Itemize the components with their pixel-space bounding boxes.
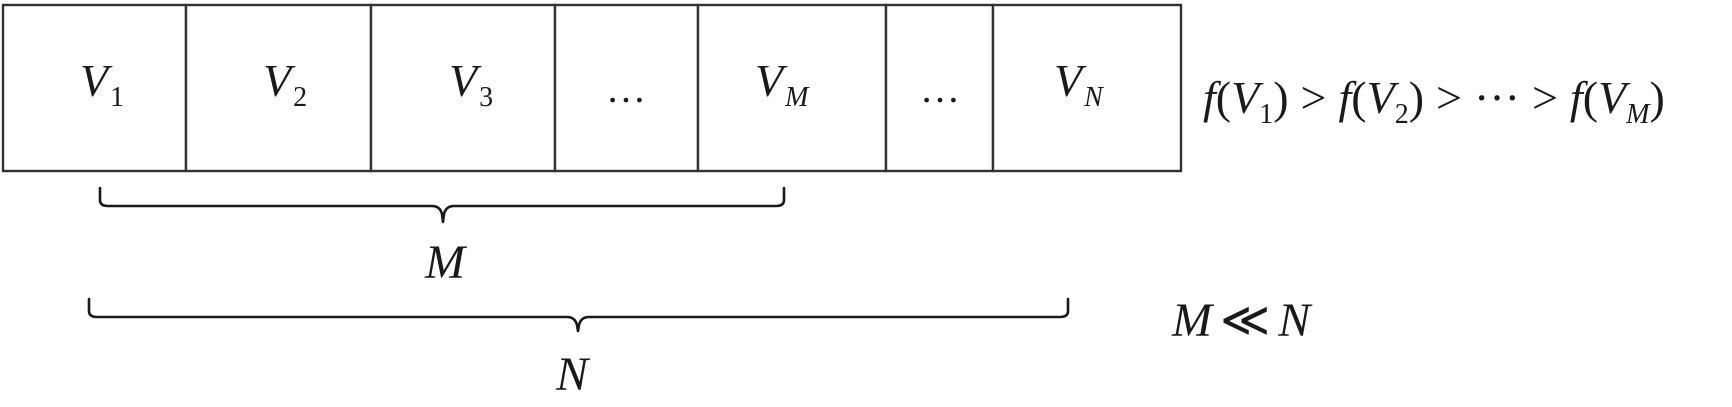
array-cell-box [1, 3, 188, 173]
formula-greater: > [1532, 72, 1558, 123]
cell-label: V1 [80, 55, 124, 113]
relation-m-much-less-n: M≪N [1171, 294, 1313, 347]
cell-symbol: V [263, 55, 296, 106]
array-cell-v1: V1 [1, 3, 188, 173]
cell-symbol: V [449, 55, 482, 106]
formula-paren: ) [1649, 72, 1664, 123]
cell-subscript: 3 [479, 82, 493, 113]
brace-m [98, 186, 786, 224]
brace-n [87, 297, 1070, 333]
brace-m-label: M [424, 236, 468, 289]
formula-paren: ) [1273, 72, 1288, 123]
formula-paren: ( [1583, 72, 1598, 123]
relation-operator: ≪ [1220, 294, 1270, 347]
array-cell-v3: V3 [369, 3, 557, 173]
formula-symbol: V [1598, 72, 1631, 123]
array-cell-box [991, 3, 1183, 173]
cell-subscript: N [1083, 82, 1104, 113]
array-cell-box [884, 3, 995, 173]
array-cell-ellipsis-1: … [553, 3, 700, 173]
array-cell-v2: V2 [184, 3, 373, 173]
formula-subscript: M [1625, 99, 1651, 130]
array-cell-vm: VM [696, 3, 888, 173]
cell-ellipsis: … [920, 66, 960, 111]
cell-symbol: V [1054, 55, 1087, 106]
formula-greater: > [1301, 72, 1327, 123]
cell-ellipsis: … [606, 66, 646, 111]
vector-array: V1 V2 V3 … VM [1, 3, 1183, 173]
formula-paren: ) [1409, 72, 1424, 123]
cell-subscript: M [784, 82, 810, 113]
cell-subscript: 2 [293, 82, 307, 113]
formula-paren: ( [1216, 72, 1231, 123]
cell-subscript: 1 [110, 82, 124, 113]
formula-subscript: 2 [1395, 99, 1409, 130]
formula-subscript: 1 [1259, 99, 1273, 130]
cell-label: VM [755, 55, 810, 113]
formula-symbol: V [1367, 72, 1400, 123]
formula-symbol: V [1231, 72, 1264, 123]
cell-label: V2 [263, 55, 307, 113]
array-cell-ellipsis-2: … [884, 3, 995, 173]
formula-dots: ··· [1474, 72, 1520, 123]
array-cell-box [696, 3, 888, 173]
cell-symbol: V [80, 55, 113, 106]
cell-symbol: V [755, 55, 788, 106]
brace-n-label: N [555, 348, 591, 401]
array-cell-box [369, 3, 557, 173]
formula-paren: ( [1351, 72, 1366, 123]
array-cell-vn: VN [991, 3, 1183, 173]
cell-label: V3 [449, 55, 493, 113]
formula-greater: > [1436, 72, 1462, 123]
relation-right: N [1277, 294, 1313, 347]
relation-left: M [1171, 294, 1215, 347]
ordering-formula: f(V1)>f(V2)>···>f(VM) [1203, 72, 1665, 130]
cell-label: VN [1054, 55, 1104, 113]
